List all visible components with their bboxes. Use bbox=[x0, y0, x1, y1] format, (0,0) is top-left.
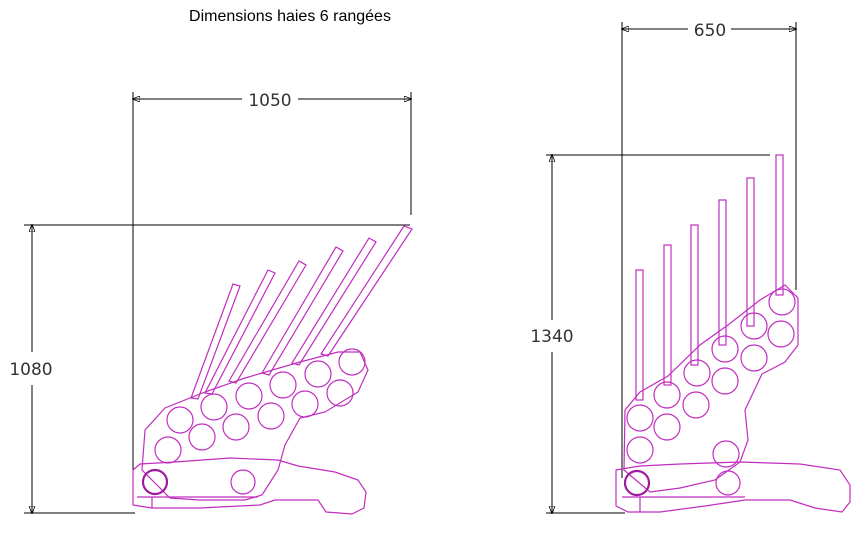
right-circles bbox=[623, 288, 796, 497]
left-foot-hole bbox=[141, 468, 169, 496]
left-view: 1050 1080 bbox=[9, 91, 413, 515]
right-height-label: 1340 bbox=[530, 327, 573, 347]
right-height-dimension: 1340 bbox=[530, 155, 770, 513]
diagram-title: Dimensions haies 6 rangées bbox=[189, 8, 391, 25]
right-rods bbox=[635, 154, 784, 401]
left-rods bbox=[190, 225, 413, 400]
left-height-dimension: 1080 bbox=[9, 225, 410, 513]
right-view: 650 1340 bbox=[530, 21, 851, 513]
left-circles bbox=[141, 348, 366, 496]
left-width-label: 1050 bbox=[248, 91, 291, 111]
left-height-label: 1080 bbox=[9, 360, 52, 380]
left-base bbox=[132, 457, 367, 515]
right-base bbox=[615, 461, 851, 513]
right-foot-hole bbox=[623, 469, 651, 497]
right-body bbox=[623, 284, 799, 493]
left-width-dimension: 1050 bbox=[133, 91, 411, 478]
left-body bbox=[141, 351, 369, 501]
right-width-label: 650 bbox=[694, 21, 726, 41]
right-width-dimension: 650 bbox=[622, 21, 796, 478]
